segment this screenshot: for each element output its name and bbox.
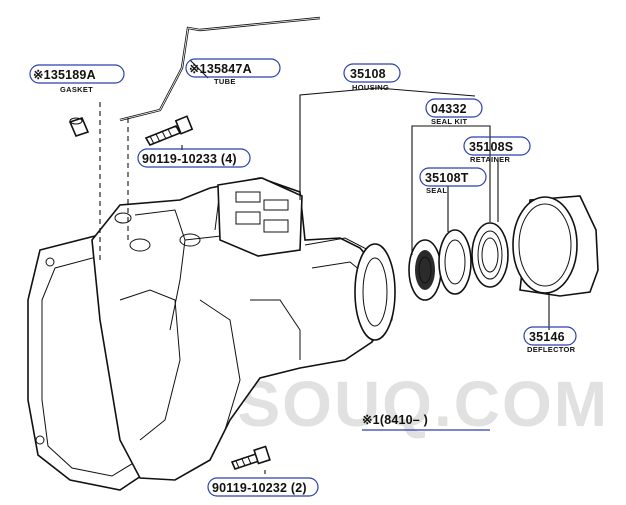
part-number: 90119-10233 (4)	[142, 152, 237, 166]
callout-bolt-90119-10233[interactable]: 90119-10233 (4)	[137, 148, 251, 168]
retainer-illustration	[438, 229, 472, 295]
part-name: DEFLECTOR	[527, 345, 576, 354]
seal-illustration	[408, 239, 442, 301]
part-name: HOUSING	[352, 83, 389, 92]
callout-tube-35847a[interactable]: ※135847A TUBE	[185, 58, 281, 86]
cap-gasket-illustration	[68, 117, 90, 137]
housing-illustration	[91, 177, 396, 481]
part-number: 04332	[431, 102, 467, 116]
bolt-lower-illustration	[230, 445, 271, 470]
footnote-text: ※1(8410– )	[362, 413, 428, 427]
part-name: GASKET	[60, 85, 93, 94]
callout-gasket-35189a[interactable]: ※135189A GASKET	[29, 64, 125, 94]
callout-bolt-90119-10232[interactable]: 90119-10232 (2)	[207, 477, 319, 497]
part-number: 35108T	[425, 171, 469, 185]
part-number: 35146	[529, 330, 565, 344]
callout-seal-35108t[interactable]: 35108T SEAL	[419, 167, 487, 195]
part-number: 35108S	[469, 140, 513, 154]
part-name: RETAINER	[470, 155, 510, 164]
part-name: TUBE	[214, 77, 236, 86]
callout-deflector-35146[interactable]: 35146 DEFLECTOR	[523, 326, 577, 354]
callout-housing-35108[interactable]: 35108 HOUSING	[343, 63, 401, 92]
footnote-serial-range: ※1(8410– )	[362, 413, 490, 431]
tube-illustration	[119, 16, 321, 122]
callout-retainer-35108s[interactable]: 35108S RETAINER	[463, 136, 531, 164]
seal-ring-illustration	[471, 222, 509, 288]
deflector-illustration	[512, 195, 599, 297]
part-number: 90119-10232 (2)	[212, 481, 307, 495]
callout-seal-kit-04332[interactable]: 04332 SEAL KIT	[425, 98, 483, 126]
part-name: SEAL KIT	[431, 117, 468, 126]
leader-lines	[99, 59, 550, 474]
part-number: 35108	[350, 67, 386, 81]
part-number: ※135189A	[33, 68, 96, 82]
part-number: ※135847A	[189, 62, 252, 76]
part-name: SEAL	[426, 186, 447, 195]
bolt-upper-illustration	[144, 115, 194, 147]
